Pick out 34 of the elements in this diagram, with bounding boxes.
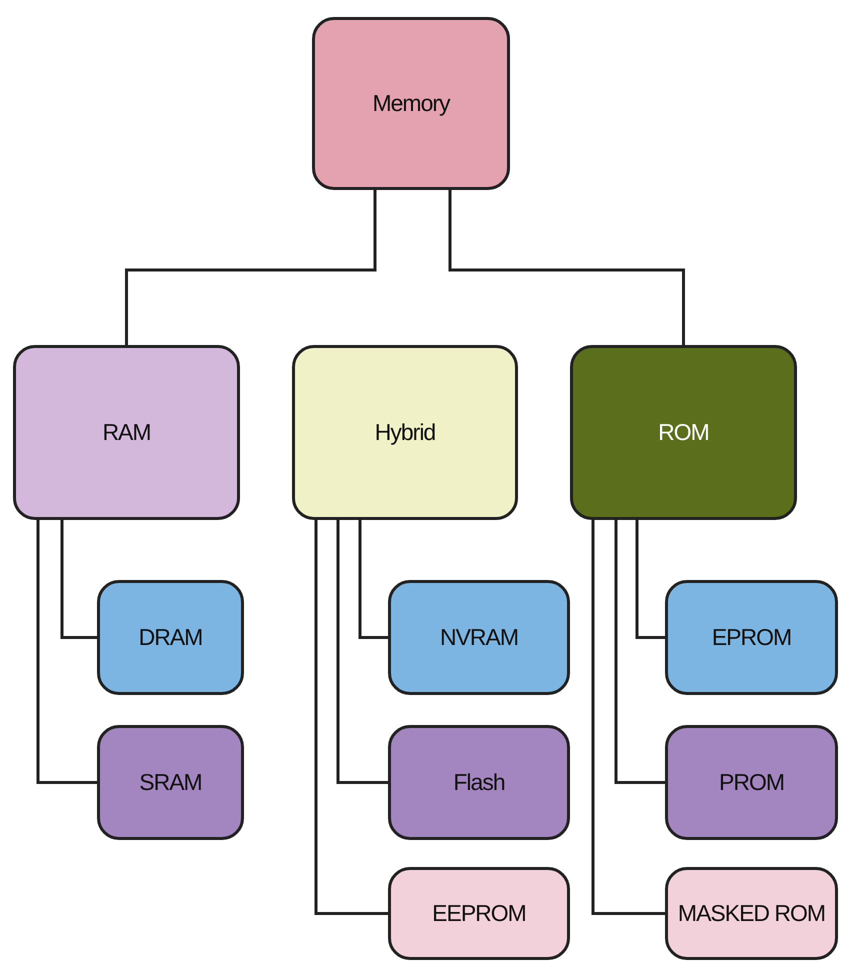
connector-line: [336, 520, 388, 784]
node-label: RAM: [102, 419, 151, 446]
node-label: Flash: [453, 769, 505, 796]
connector-line: [60, 520, 97, 639]
memory-type-box: [665, 725, 838, 840]
node-label: NVRAM: [440, 624, 518, 651]
node-label: EEPROM: [432, 900, 526, 927]
node-label: ROM: [658, 419, 709, 446]
node-label: DRAM: [138, 624, 202, 651]
node-label: SRAM: [139, 769, 202, 796]
connector-line: [36, 520, 97, 784]
node-label: Hybrid: [374, 419, 436, 446]
node-label: EPROM: [712, 624, 792, 651]
connector-line: [614, 520, 665, 784]
memory-type-box: [97, 725, 244, 840]
memory-type-box: [388, 580, 570, 695]
memory-type-box: [665, 580, 838, 695]
memory-type-box: [665, 867, 838, 960]
memory-type-box: [13, 345, 240, 520]
memory-type-box: [312, 17, 510, 190]
node-label: Memory: [372, 90, 450, 117]
connector-line: [358, 520, 388, 639]
memory-type-box: [570, 345, 797, 520]
node-label: PROM: [719, 769, 784, 796]
connector-line: [125, 190, 376, 345]
memory-type-box: [388, 725, 570, 840]
node-label: MASKED ROM: [678, 900, 826, 927]
connector-line: [314, 520, 388, 915]
connector-line: [592, 520, 665, 915]
memory-type-box: [97, 580, 244, 695]
connector-line: [636, 520, 665, 639]
connector-line: [448, 190, 685, 345]
memory-type-box: [292, 345, 518, 520]
memory-type-box: [388, 867, 570, 960]
